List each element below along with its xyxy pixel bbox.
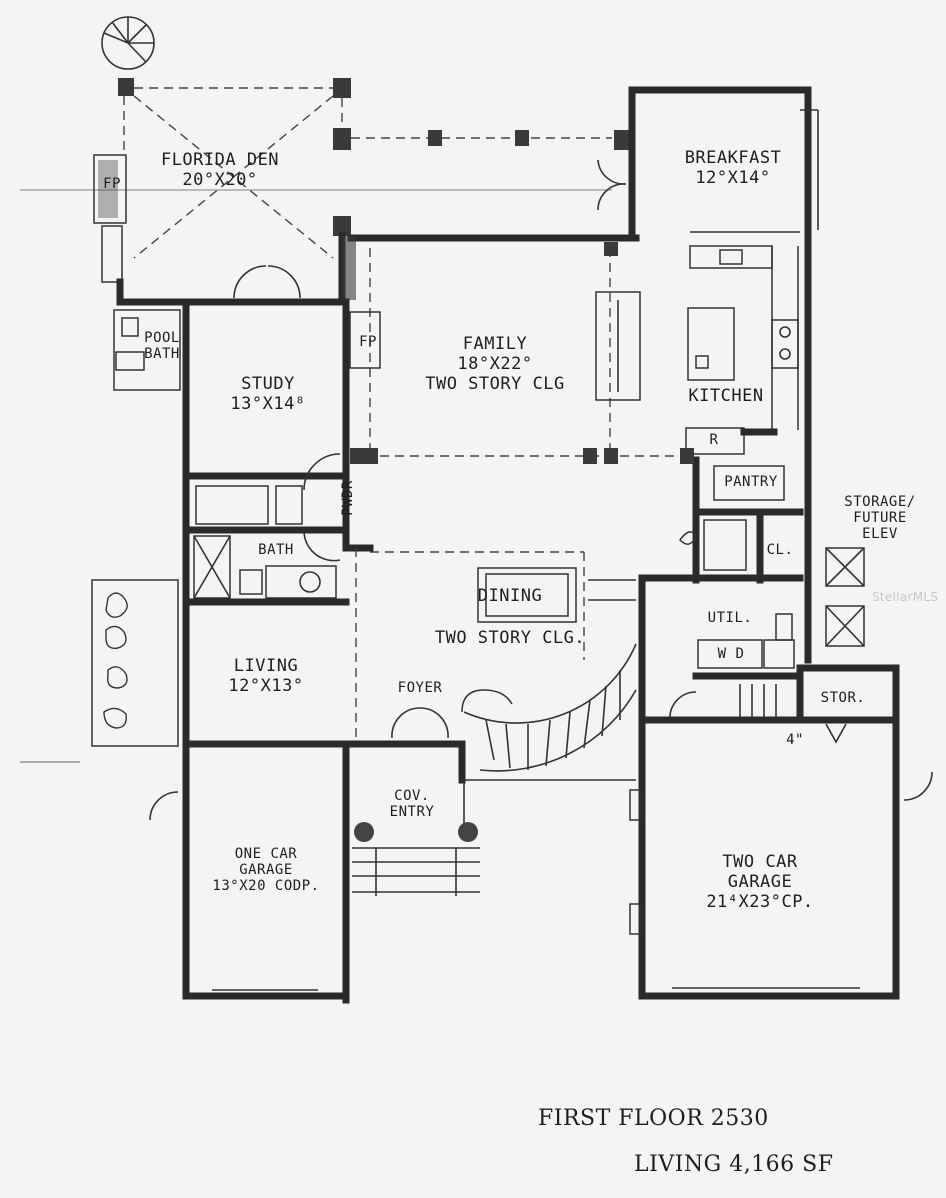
pantry-label: PANTRY: [724, 474, 778, 490]
breakfast-kitchen-outline: [628, 86, 819, 664]
west-rooms-outline: [91, 298, 350, 748]
study-label: STUDY 13°X14⁸: [208, 374, 328, 414]
one-car-line1: ONE CAR: [234, 846, 298, 862]
dining-note: TWO STORY CLG.: [434, 628, 586, 648]
one-car-line2: GARAGE: [239, 862, 293, 878]
storage-line3: ELEV: [862, 526, 898, 542]
utility-label: UTIL.: [707, 610, 753, 626]
refrigerator-label: R: [709, 432, 719, 448]
first-floor-area: FIRST FLOOR 2530: [538, 1106, 769, 1131]
two-car-size: 21⁴X23°CP.: [706, 892, 814, 912]
family-room-outline: [342, 236, 694, 464]
one-car-size: 13°X20 CODP.: [212, 878, 320, 894]
two-car-garage-outline: [20, 664, 933, 1000]
two-car-line1: TWO CAR: [722, 852, 798, 872]
step-height-label: 4": [786, 732, 804, 748]
den-fireplace-label: FP: [103, 176, 121, 192]
dining-name: DINING: [477, 586, 543, 606]
two-car-line2: GARAGE: [727, 872, 793, 892]
covered-entry-label: COV. ENTRY: [389, 788, 435, 820]
study-name: STUDY: [241, 374, 295, 394]
florida-den-outline: [20, 78, 612, 306]
family-name: FAMILY: [462, 334, 528, 354]
study-size: 13°X14⁸: [230, 394, 306, 414]
spiral-stair-top: [101, 16, 155, 70]
storage-line1: STORAGE/: [844, 494, 916, 510]
breakfast-size: 12°X14°: [695, 168, 771, 188]
storage-elevator-label: STORAGE/ FUTURE ELEV: [830, 494, 930, 542]
family-size: 18°X22°: [457, 354, 533, 374]
florida-den-size: 20°X20°: [182, 170, 258, 190]
closet-label: CL.: [766, 542, 794, 558]
pool-bath-label: POOL BATH: [144, 330, 180, 362]
powder-room-label: PWDR: [340, 480, 356, 516]
storage-line2: FUTURE: [853, 510, 907, 526]
utility-storage-outline: [638, 508, 900, 744]
rear-porch-outline: [347, 130, 640, 242]
family-fireplace-label: FP: [359, 334, 377, 350]
kitchen-label: KITCHEN: [688, 386, 764, 406]
breakfast-name: BREAKFAST: [684, 148, 782, 168]
watermark: StellarMLS: [872, 590, 939, 604]
stor-label: STOR.: [820, 690, 866, 706]
florida-den-name: FLORIDA DEN: [160, 150, 280, 170]
dining-label: DINING TWO STORY CLG.: [410, 586, 610, 648]
living-size: 12°X13°: [228, 676, 304, 696]
foyer-label: FOYER: [397, 680, 443, 696]
washer-dryer-label: W D: [717, 646, 745, 662]
one-car-garage-outline: [149, 740, 350, 1000]
living-name: LIVING: [233, 656, 299, 676]
family-label: FAMILY 18°X22° TWO STORY CLG: [410, 334, 580, 394]
living-label: LIVING 12°X13°: [206, 656, 326, 696]
dining-foyer-outline: [342, 544, 637, 784]
covered-entry-outline: [342, 740, 480, 1004]
florida-den-label: FLORIDA DEN 20°X20°: [160, 150, 280, 190]
family-note: TWO STORY CLG: [425, 374, 565, 394]
bath-label: BATH: [258, 542, 294, 558]
two-car-garage-label: TWO CAR GARAGE 21⁴X23°CP.: [680, 852, 840, 912]
breakfast-label: BREAKFAST 12°X14°: [668, 148, 798, 188]
living-area-total: LIVING 4,166 SF: [634, 1152, 834, 1177]
one-car-garage-label: ONE CAR GARAGE 13°X20 CODP.: [196, 846, 336, 894]
